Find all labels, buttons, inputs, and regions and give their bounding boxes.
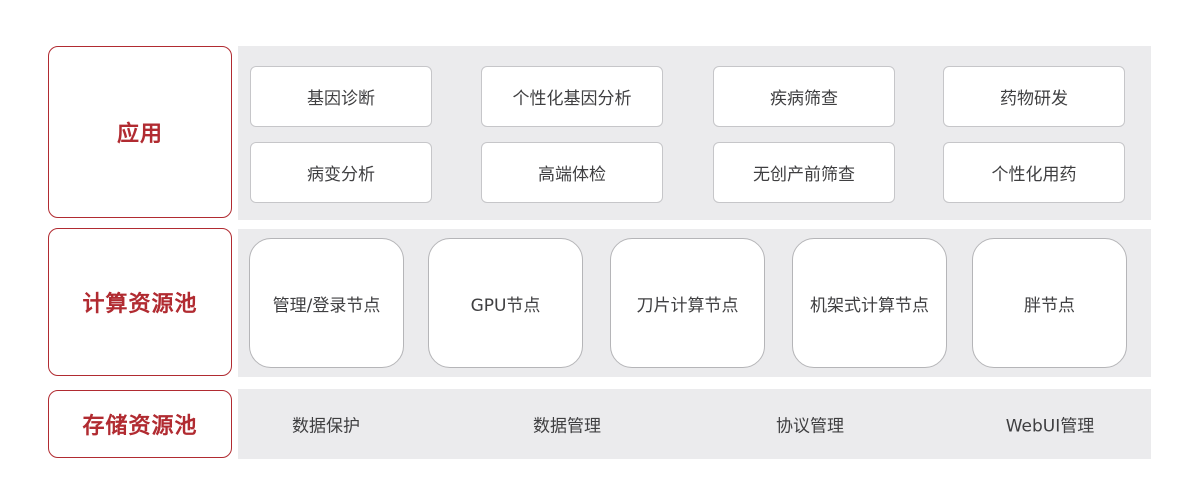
app-item-disease-screening: 疾病筛查 [713,66,895,127]
app-item-nipt-screening: 无创产前筛查 [713,142,895,203]
compute-node-management-login: 管理/登录节点 [249,238,404,368]
compute-node-fat: 胖节点 [972,238,1127,368]
compute-layer-title: 计算资源池 [82,292,198,317]
storage-layer-label-box: 存储资源池 [48,390,232,458]
compute-node-gpu: GPU节点 [428,238,583,368]
app-item-lesion-analysis: 病变分析 [250,142,432,203]
app-item-personalized-gene-analysis: 个性化基因分析 [481,66,663,127]
compute-layer-panel: 管理/登录节点 GPU节点 刀片计算节点 机架式计算节点 胖节点 [238,229,1151,377]
storage-service-protocol-management: 协议管理 [776,416,844,437]
storage-layer-panel: 数据保护 数据管理 协议管理 WebUI管理 [238,389,1151,459]
compute-layer-label-box: 计算资源池 [48,228,232,376]
app-item-premium-checkup: 高端体检 [481,142,663,203]
storage-service-data-protection: 数据保护 [292,416,360,437]
application-layer-title: 应用 [116,122,163,147]
application-layer-label-box: 应用 [48,46,232,218]
application-layer-panel: 基因诊断 个性化基因分析 疾病筛查 药物研发 病变分析 高端体检 无创产前筛查 … [238,46,1151,220]
compute-node-rack: 机架式计算节点 [792,238,947,368]
app-item-gene-diagnosis: 基因诊断 [250,66,432,127]
storage-service-webui-management: WebUI管理 [1005,416,1095,437]
storage-service-data-management: 数据管理 [533,416,601,437]
compute-node-blade: 刀片计算节点 [610,238,765,368]
app-item-personalized-medication: 个性化用药 [943,142,1125,203]
storage-layer-title: 存储资源池 [82,414,198,439]
app-item-drug-development: 药物研发 [943,66,1125,127]
